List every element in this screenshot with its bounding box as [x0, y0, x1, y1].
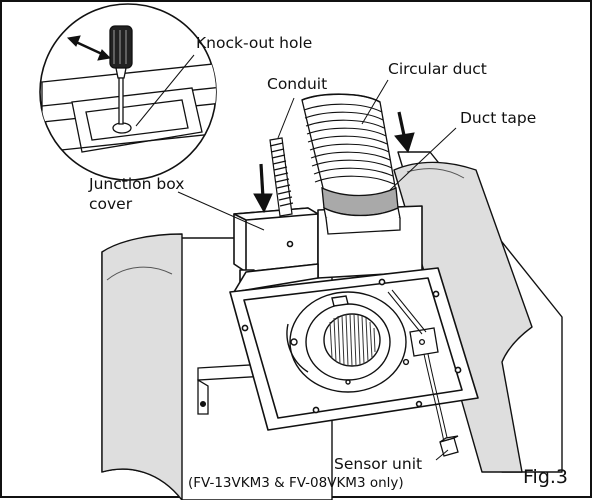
blower-wheel	[286, 291, 410, 393]
down-arrow-icon	[253, 111, 415, 214]
double-arrow-icon	[66, 35, 112, 61]
knockout-detail-circle	[39, 3, 217, 181]
duct-tape-label: Duct tape	[460, 109, 537, 127]
conduit-label: Conduit	[267, 75, 328, 93]
sensor-unit-label: Sensor unit	[334, 455, 423, 473]
figure-number: Fig.3	[523, 466, 569, 488]
knockout-hole-label: Knock-out hole	[196, 34, 313, 52]
leader-lines	[135, 54, 457, 461]
right-joist	[393, 151, 563, 473]
junction-box-cover-label-line2: cover	[89, 195, 133, 213]
circular-duct-label: Circular duct	[388, 60, 487, 78]
screwdriver-icon	[109, 25, 133, 125]
sensor-unit-plug	[439, 435, 459, 457]
junction-box-cover-label-line1: Junction box	[89, 175, 185, 193]
sensor-connector	[387, 289, 449, 443]
duct-tape-band	[321, 186, 401, 235]
circular-duct	[301, 93, 397, 201]
sensor-unit-note: (FV-13VKM3 & FV-08VKM3 only)	[188, 475, 404, 491]
conduit	[269, 137, 294, 217]
